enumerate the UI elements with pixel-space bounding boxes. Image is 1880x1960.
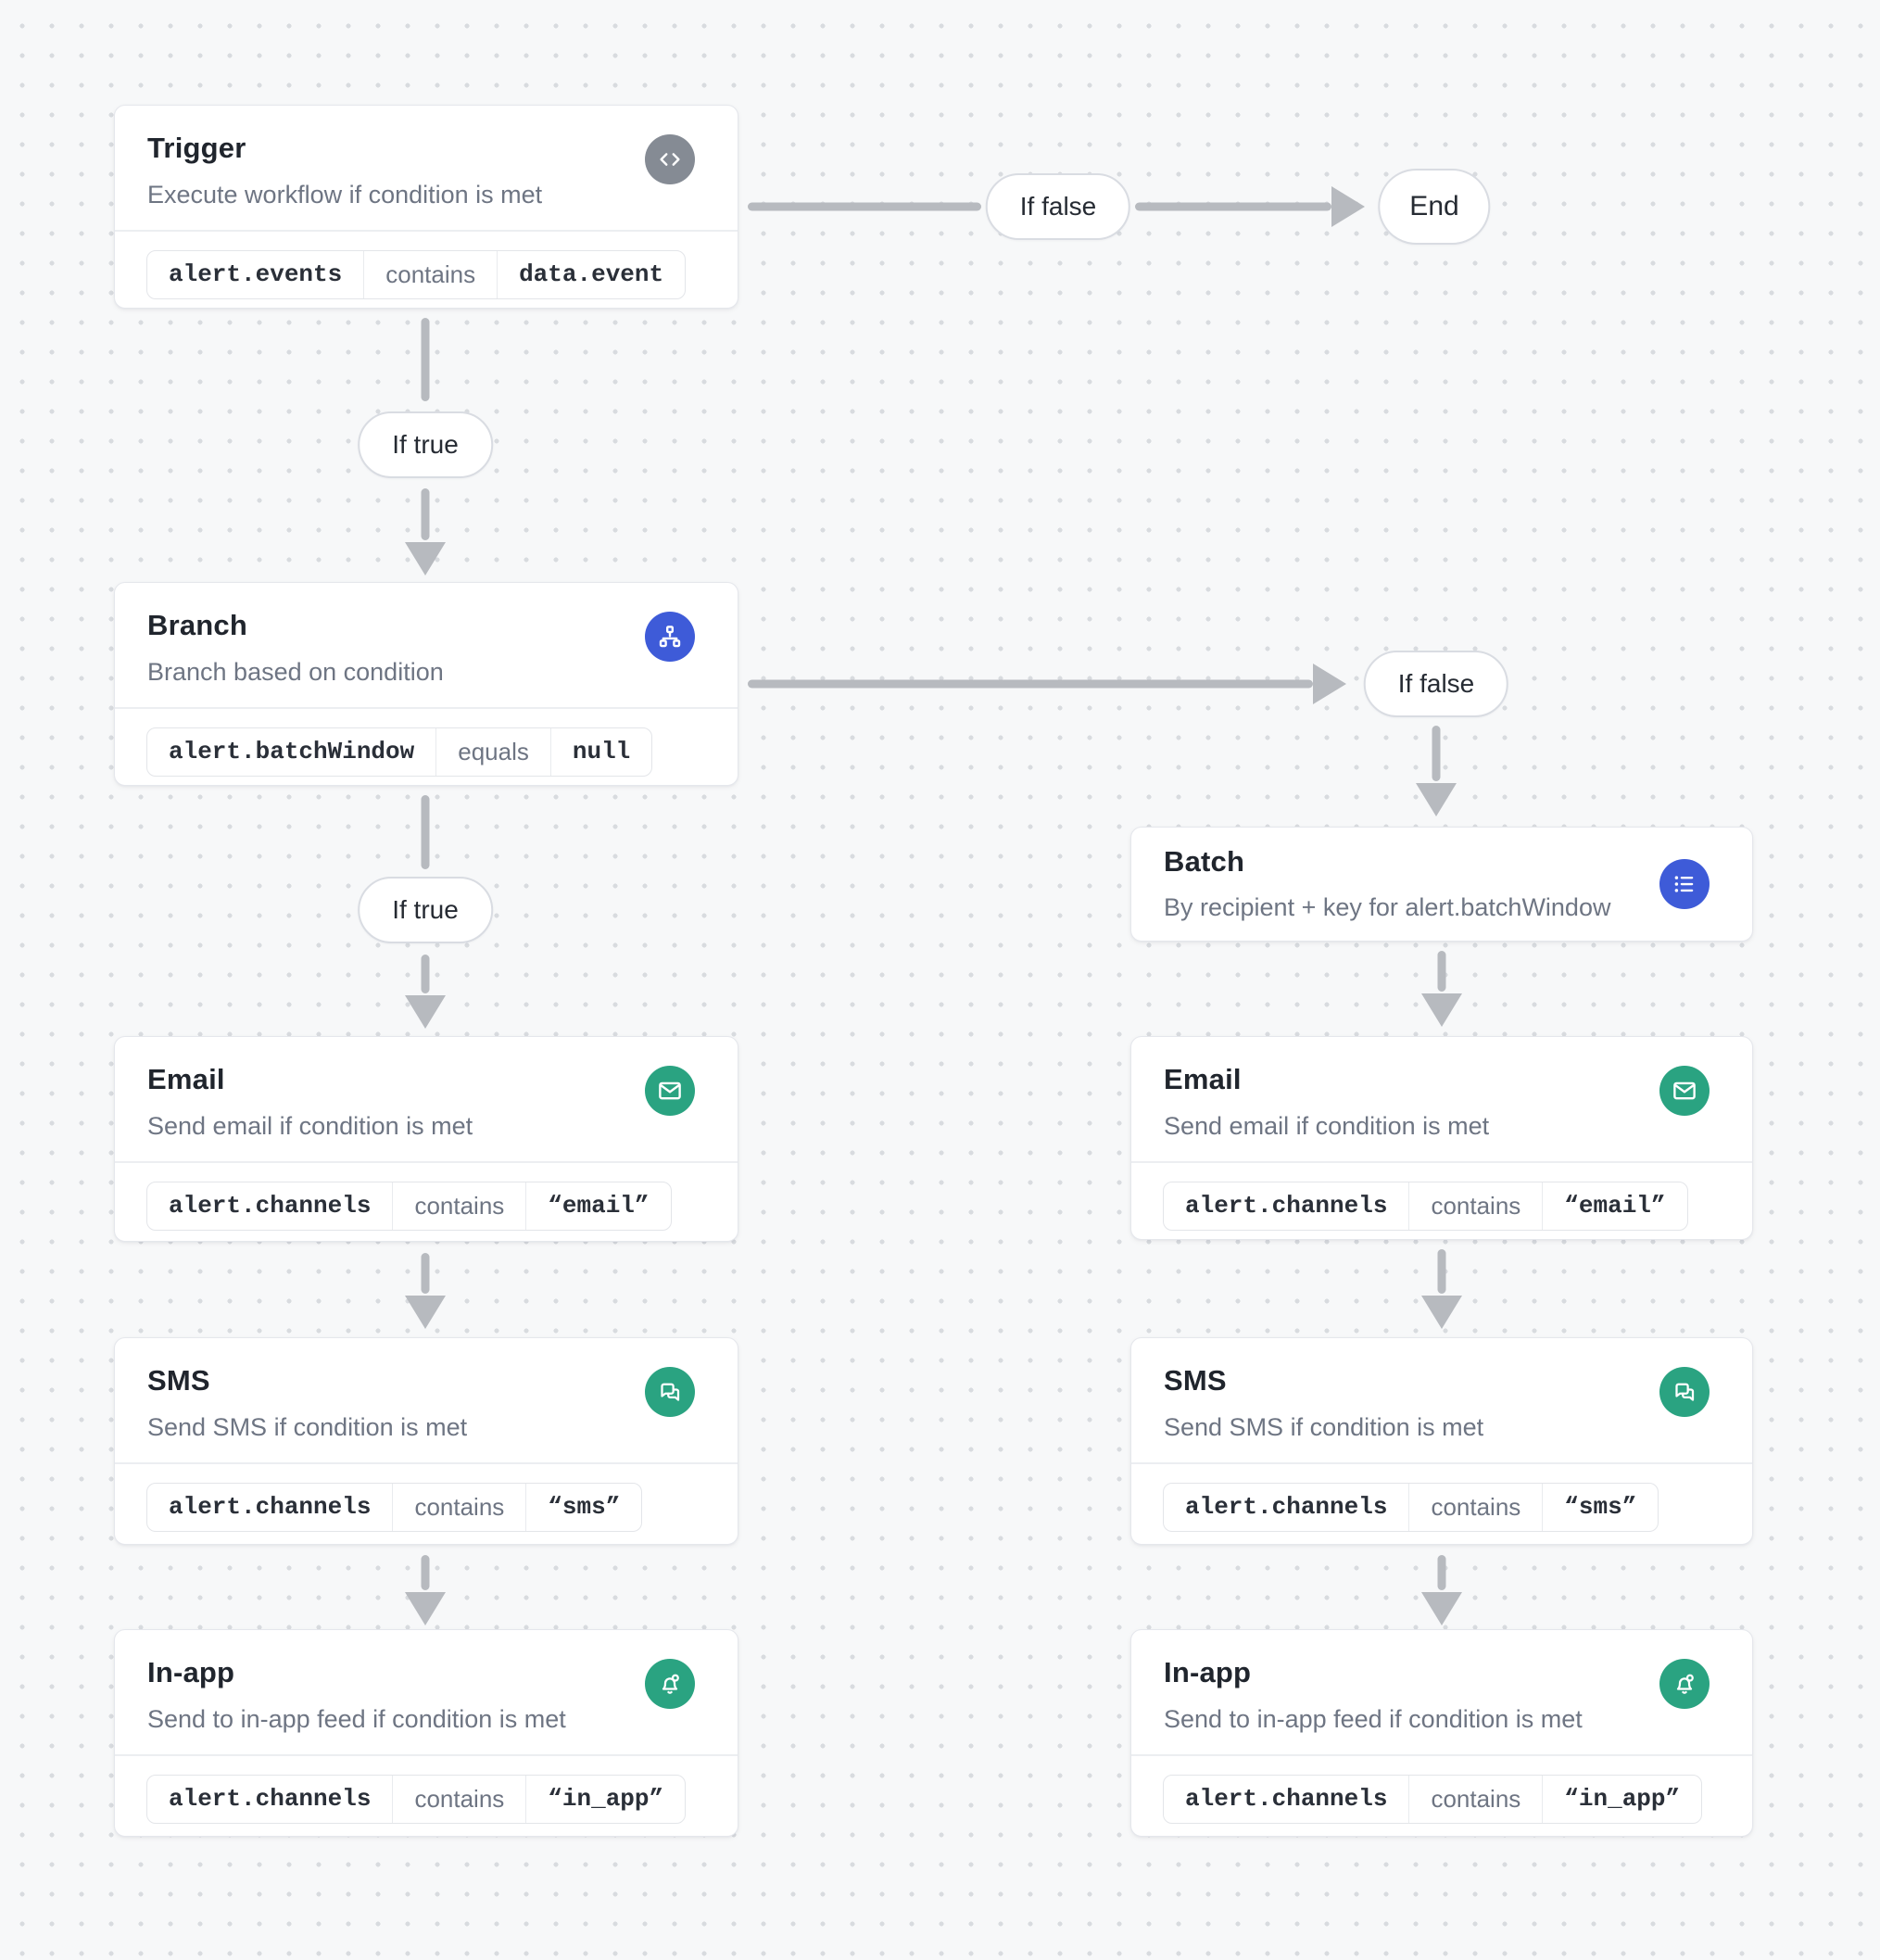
node-batch[interactable]: Batch By recipient + key for alert.batch…	[1130, 827, 1753, 942]
edge-if-false-to-batch	[1432, 726, 1441, 781]
node-subtitle: Send SMS if condition is met	[147, 1412, 468, 1441]
edge-email-to-sms-left	[421, 1253, 430, 1294]
arrowhead-to-sms-right	[1421, 1296, 1462, 1329]
edge-trigger-to-if-false	[748, 202, 981, 211]
arrowhead-to-if-false	[1313, 664, 1346, 704]
condition-chip: alert.channels contains “in_app”	[1163, 1774, 1703, 1824]
node-subtitle: Send to in-app feed if condition is met	[1164, 1704, 1583, 1733]
edge-label-if-false-branch: If false	[1363, 651, 1509, 717]
node-title: Batch	[1164, 844, 1245, 878]
node-inapp-left[interactable]: In-app Send to in-app feed if condition …	[114, 1629, 738, 1837]
node-email-left[interactable]: Email Send email if condition is met ale…	[114, 1036, 738, 1242]
node-subtitle: Send email if condition is met	[1164, 1111, 1490, 1140]
condition-chip: alert.events contains data.event	[146, 249, 687, 299]
condition-chip: alert.batchWindow equals null	[146, 727, 653, 777]
condition-chip: alert.channels contains “email”	[1163, 1181, 1688, 1231]
node-inapp-right[interactable]: In-app Send to in-app feed if condition …	[1130, 1629, 1753, 1837]
arrowhead-to-sms-left	[405, 1296, 446, 1329]
chat-bubbles-icon	[645, 1367, 695, 1417]
end-node[interactable]: End	[1378, 169, 1491, 245]
bell-icon	[1659, 1659, 1710, 1709]
condition-field: alert.channels	[169, 1785, 372, 1814]
node-subtitle: Execute workflow if condition is met	[147, 180, 543, 209]
node-title: In-app	[1164, 1656, 1252, 1688]
arrowhead-to-email-right	[1421, 993, 1462, 1027]
chat-bubbles-icon	[1659, 1367, 1710, 1417]
arrowhead-to-inapp-left	[405, 1592, 446, 1625]
edge-email-to-sms-right	[1437, 1249, 1446, 1294]
node-title: Trigger	[147, 132, 246, 164]
node-subtitle: Send SMS if condition is met	[1164, 1412, 1484, 1441]
list-icon	[1659, 859, 1710, 909]
sitemap-icon	[645, 612, 695, 662]
condition-operator: contains	[392, 1483, 525, 1531]
condition-value: “email”	[525, 1182, 670, 1230]
condition-operator: contains	[392, 1775, 525, 1823]
condition-field: alert.channels	[169, 1192, 372, 1220]
edge-sms-to-inapp-left	[421, 1555, 430, 1590]
edge-if-false-to-end	[1135, 202, 1331, 211]
node-subtitle: By recipient + key for alert.batchWindow	[1164, 893, 1611, 922]
node-title: Email	[1164, 1063, 1242, 1095]
node-sms-right[interactable]: SMS Send SMS if condition is met alert.c…	[1130, 1337, 1753, 1545]
code-icon	[645, 134, 695, 184]
edge-label-if-true-trigger: If true	[358, 411, 493, 478]
node-title: Branch	[147, 609, 248, 641]
arrowhead-to-batch	[1416, 783, 1457, 816]
edge-if-true-to-email	[421, 955, 430, 993]
condition-value: data.event	[497, 250, 685, 298]
edge-label-if-true-branch: If true	[358, 877, 493, 943]
envelope-icon	[1659, 1066, 1710, 1116]
condition-operator: equals	[435, 727, 550, 776]
condition-operator: contains	[1408, 1775, 1542, 1823]
edge-batch-to-email-right	[1437, 951, 1446, 992]
condition-value: “sms”	[1542, 1483, 1658, 1531]
edge-if-true-to-branch	[421, 488, 430, 540]
condition-operator: contains	[1408, 1182, 1542, 1230]
arrowhead-to-email-left	[405, 995, 446, 1029]
edge-sms-to-inapp-right	[1437, 1555, 1446, 1590]
condition-chip: alert.channels contains “email”	[146, 1181, 672, 1231]
edge-trigger-to-if-true	[421, 318, 430, 401]
condition-value: “in_app”	[525, 1775, 685, 1823]
envelope-icon	[645, 1066, 695, 1116]
node-subtitle: Send to in-app feed if condition is met	[147, 1704, 566, 1733]
arrowhead-to-end	[1331, 186, 1365, 227]
arrowhead-to-branch	[405, 542, 446, 575]
condition-value: null	[549, 727, 651, 776]
node-sms-left[interactable]: SMS Send SMS if condition is met alert.c…	[114, 1337, 738, 1545]
condition-operator: contains	[1408, 1483, 1542, 1531]
condition-field: alert.events	[169, 260, 343, 289]
node-title: SMS	[1164, 1364, 1227, 1397]
condition-chip: alert.channels contains “sms”	[1163, 1482, 1659, 1532]
condition-field: alert.channels	[1185, 1785, 1388, 1814]
condition-field: alert.channels	[1185, 1493, 1388, 1522]
bell-icon	[645, 1659, 695, 1709]
condition-operator: contains	[392, 1182, 525, 1230]
edge-label-if-false-top: If false	[985, 173, 1131, 240]
condition-chip: alert.channels contains “sms”	[146, 1482, 643, 1532]
condition-field: alert.channels	[1185, 1192, 1388, 1220]
node-title: In-app	[147, 1656, 235, 1688]
condition-value: “email”	[1542, 1182, 1686, 1230]
node-trigger[interactable]: Trigger Execute workflow if condition is…	[114, 105, 738, 309]
edge-branch-to-if-false	[748, 679, 1313, 689]
condition-value: “in_app”	[1542, 1775, 1701, 1823]
condition-operator: contains	[363, 250, 497, 298]
node-branch[interactable]: Branch Branch based on condition alert.b…	[114, 582, 738, 786]
condition-field: alert.batchWindow	[169, 738, 415, 766]
condition-value: “sms”	[525, 1483, 641, 1531]
edge-branch-to-if-true	[421, 795, 430, 869]
node-subtitle: Send email if condition is met	[147, 1111, 473, 1140]
node-subtitle: Branch based on condition	[147, 657, 444, 686]
condition-chip: alert.channels contains “in_app”	[146, 1774, 687, 1824]
node-email-right[interactable]: Email Send email if condition is met ale…	[1130, 1036, 1753, 1240]
node-title: SMS	[147, 1364, 210, 1397]
node-title: Email	[147, 1063, 225, 1095]
arrowhead-to-inapp-right	[1421, 1592, 1462, 1625]
condition-field: alert.channels	[169, 1493, 372, 1522]
